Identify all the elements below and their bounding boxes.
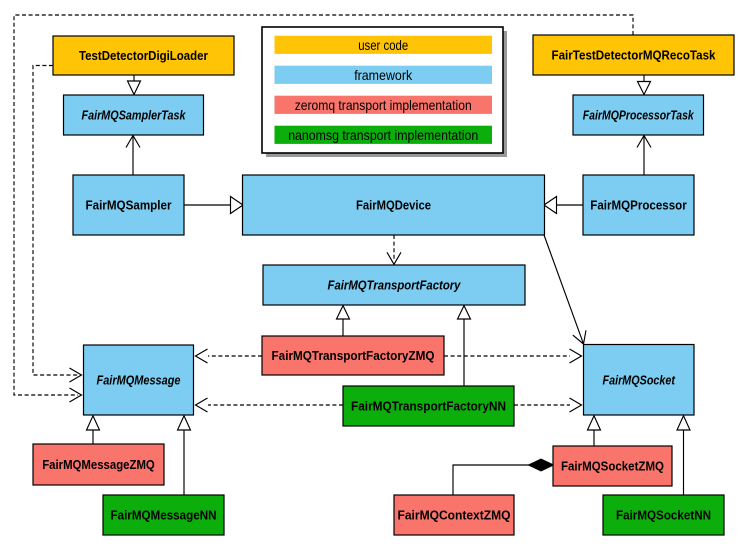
svg-text:FairMQSocket: FairMQSocket [603,373,676,387]
svg-text:FairTestDetectorMQRecoTask: FairTestDetectorMQRecoTask [552,49,716,63]
svg-text:zeromq transport implementatio: zeromq transport implementation [295,97,472,113]
svg-text:FairMQProcessor: FairMQProcessor [590,199,687,213]
svg-text:FairMQTransportFactoryNN: FairMQTransportFactoryNN [351,400,506,414]
svg-text:FairMQContextZMQ: FairMQContextZMQ [398,509,511,523]
svg-text:FairMQProcessorTask: FairMQProcessorTask [583,109,695,123]
svg-text:FairMQDevice: FairMQDevice [356,199,431,213]
svg-text:FairMQSamplerTask: FairMQSamplerTask [82,109,187,123]
svg-text:FairMQSocketZMQ: FairMQSocketZMQ [561,460,664,474]
svg-text:FairMQMessageZMQ: FairMQMessageZMQ [42,458,155,472]
svg-text:FairMQMessageNN: FairMQMessageNN [111,509,217,523]
svg-text:TestDetectorDigiLoader: TestDetectorDigiLoader [79,49,208,63]
svg-text:nanomsg transport implementati: nanomsg transport implementation [288,127,478,143]
svg-text:user code: user code [358,37,408,53]
svg-text:FairMQTransportFactory: FairMQTransportFactory [328,279,462,293]
svg-text:FairMQTransportFactoryZMQ: FairMQTransportFactoryZMQ [272,349,435,363]
svg-text:FairMQSampler: FairMQSampler [86,199,172,213]
svg-text:framework: framework [354,67,413,83]
svg-text:FairMQMessage: FairMQMessage [97,374,181,388]
svg-text:FairMQSocketNN: FairMQSocketNN [616,509,711,523]
